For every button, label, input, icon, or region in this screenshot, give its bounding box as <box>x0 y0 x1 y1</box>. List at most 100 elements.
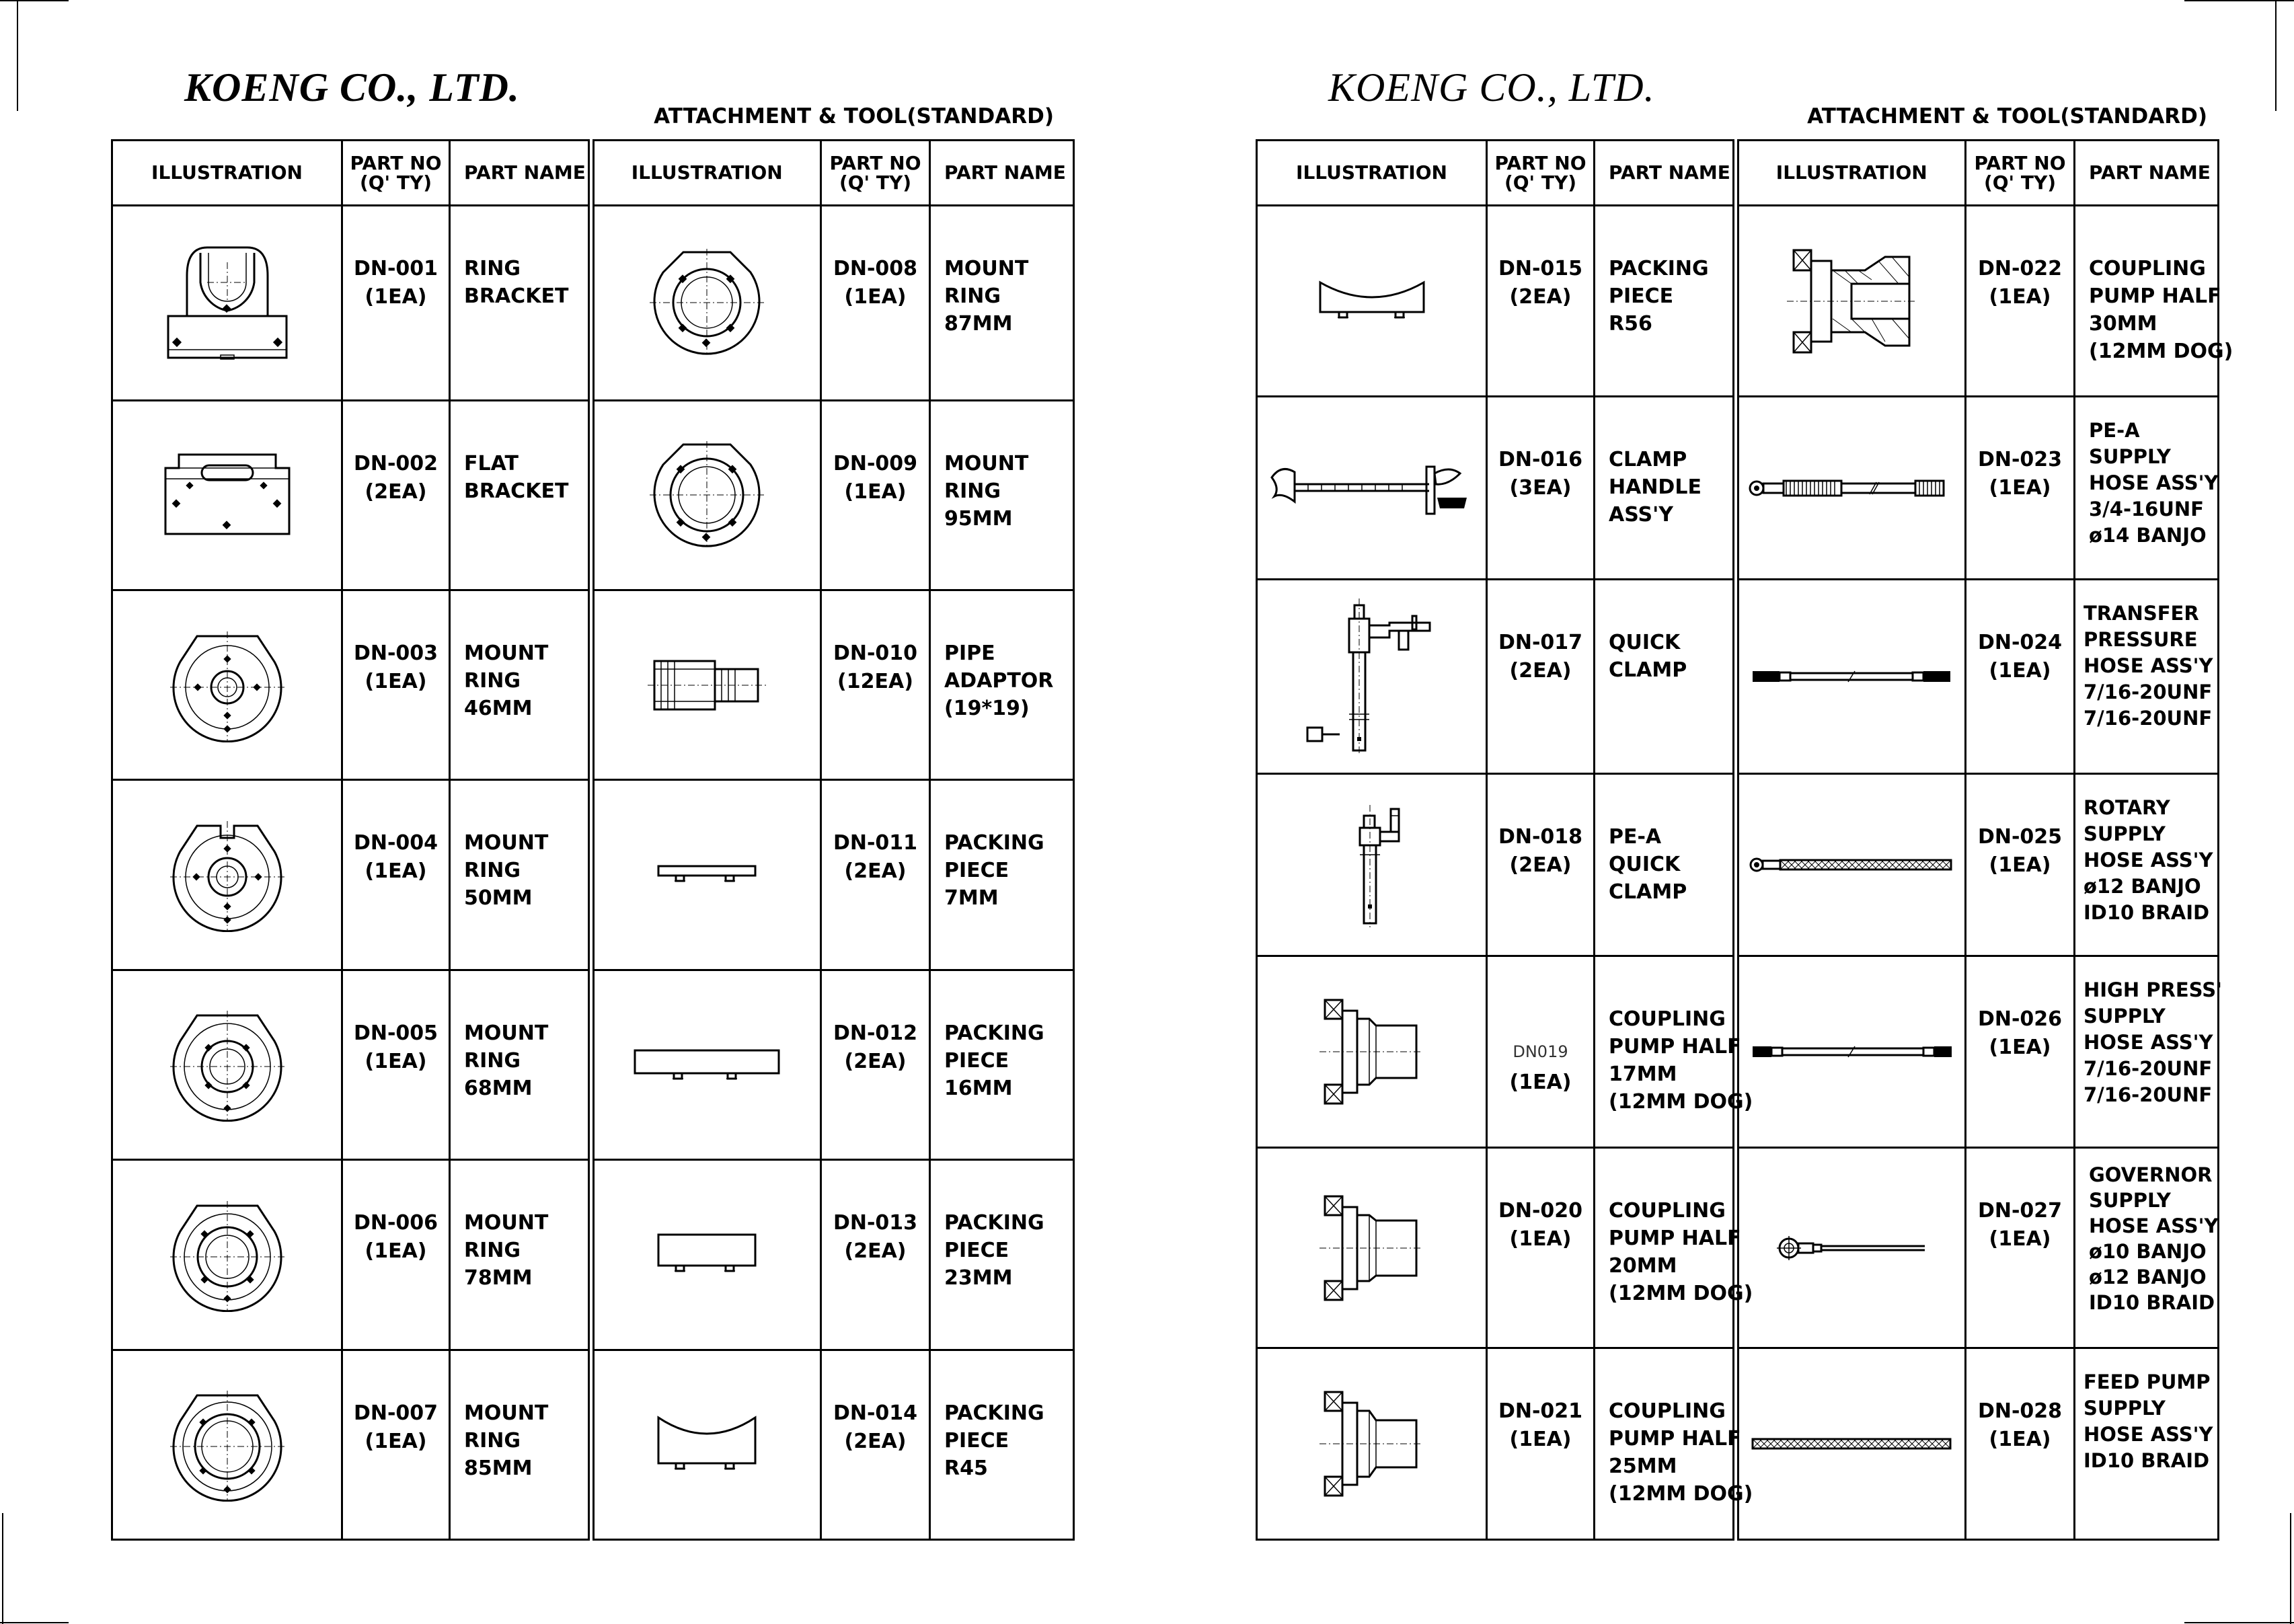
illustration-cell <box>1732 204 1966 398</box>
part-name-line: QUICK <box>1609 852 1681 876</box>
coupling-icon <box>1319 999 1423 1105</box>
part-name-line: 7/16-20UNF <box>2083 1083 2213 1107</box>
parts-table: ILLUSTRATION PART NO (Q' TY) PART NAME I… <box>1256 139 2233 1541</box>
mount-ring-icon <box>169 1200 284 1312</box>
company-name: KOENG CO., LTD. <box>1328 65 1655 110</box>
quick-clamp-icon <box>1306 598 1430 755</box>
part-name-line: ID10 BRAID <box>2083 1449 2210 1473</box>
part-name-line: 17MM <box>1609 1062 1677 1087</box>
packing-piece-icon <box>657 1233 757 1272</box>
part-name-line: HOSE ASS'Y <box>2083 848 2213 872</box>
part-name-line: CLAMP <box>1609 448 1687 472</box>
part-name-line: 7MM <box>944 886 999 911</box>
part-name: CLAMP HANDLE ASS'Y <box>1593 395 1736 580</box>
part-name-line: RING <box>464 257 521 280</box>
part-number: DN-002 (2EA) <box>341 399 451 591</box>
braided-hose-icon <box>1749 857 1952 872</box>
part-name-line: (19*19) <box>944 696 1030 720</box>
part-name-line: BRACKET <box>464 479 569 503</box>
illustration-cell <box>111 779 343 971</box>
part-name-line: 95MM <box>944 506 1013 531</box>
illustration-cell <box>1256 1146 1488 1350</box>
part-name-line: RING <box>464 668 521 693</box>
part-name-line: PIECE <box>944 859 1009 883</box>
part-name-line: QUICK <box>1609 630 1681 654</box>
part-name-line: ASS'Y <box>1609 503 1673 527</box>
column-header-label: PART NO (Q' TY) <box>829 151 921 194</box>
column-header-part-no: PART NO (Q' TY) <box>341 139 451 206</box>
part-name-line: RING <box>464 859 521 883</box>
column-header-illustration: ILLUSTRATION <box>111 139 343 206</box>
part-name-line: HIGH PRESS' <box>2083 978 2222 1002</box>
part-name-line: R45 <box>944 1456 988 1480</box>
packing-piece-curved-icon <box>1319 280 1424 319</box>
clamp-handle-icon <box>1270 465 1467 515</box>
part-number: DN-021 (1EA) <box>1486 1347 1595 1541</box>
coupling-icon <box>1319 1391 1423 1497</box>
crop-mark <box>0 1622 69 1623</box>
part-number: DN-023 (1EA) <box>1964 395 2075 580</box>
part-number: DN-004 (1EA) <box>341 779 451 971</box>
part-number: DN-001 (1EA) <box>341 204 451 401</box>
crop-mark <box>2 1513 3 1624</box>
part-name-line: COUPLING <box>1609 1007 1726 1032</box>
part-name-line: SUPPLY <box>2089 1188 2171 1212</box>
part-name-line: 7/16-20UNF <box>2083 706 2213 730</box>
part-quantity: (1EA) <box>1509 1071 1572 1095</box>
illustration-cell <box>587 1348 822 1541</box>
part-name-line: (12MM DOG) <box>1609 1482 1753 1506</box>
part-name-line: RING <box>464 1239 521 1263</box>
crop-mark <box>2275 0 2277 111</box>
part-name-line: GOVERNOR <box>2089 1163 2213 1186</box>
part-name-line: FEED PUMP <box>2083 1370 2211 1394</box>
part-name-line: HOSE ASS'Y <box>2089 1214 2219 1237</box>
column-header-illustration: ILLUSTRATION <box>587 139 822 206</box>
part-number: DN-028 (1EA) <box>1964 1347 2075 1541</box>
part-name-line: MOUNT <box>464 1211 549 1235</box>
part-name-line: 16MM <box>944 1076 1013 1100</box>
part-name-line: RING <box>944 284 1001 308</box>
parts-table: ILLUSTRATION PART NO (Q' TY) PART NAME I… <box>111 139 1075 1541</box>
hose-icon <box>1753 1046 1952 1058</box>
part-name-line: SUPPLY <box>2083 822 2166 845</box>
part-name-line: PUMP HALF <box>1609 1226 1741 1250</box>
column-header-part-name: PART NAME <box>2073 139 2219 206</box>
part-number: DN-020 (1EA) <box>1486 1146 1595 1350</box>
mount-ring-icon <box>650 441 765 549</box>
part-name-line: HOSE ASS'Y <box>2083 654 2213 677</box>
part-number: DN-011 (2EA) <box>820 779 931 971</box>
part-name-line: PACKING <box>944 1021 1044 1045</box>
illustration-cell <box>587 204 822 401</box>
section-title: ATTACHMENT & TOOL(STANDARD) <box>654 104 1054 128</box>
quick-clamp-icon <box>1359 805 1400 928</box>
illustration-cell <box>111 1348 343 1541</box>
part-name-line: 25MM <box>1609 1455 1677 1479</box>
crop-mark <box>2290 1513 2291 1624</box>
part-number: DN-006 (1EA) <box>341 1159 451 1351</box>
part-name-line: SUPPLY <box>2089 445 2171 469</box>
part-name-line: MOUNT <box>464 1021 549 1045</box>
part-name-line: HANDLE <box>1609 475 1702 500</box>
part-name-line: ø12 BANJO <box>2089 1265 2207 1288</box>
column-header-part-name: PART NAME <box>449 139 592 206</box>
mount-ring-keyed-icon <box>169 821 284 933</box>
part-name-line: PIECE <box>1609 284 1674 308</box>
